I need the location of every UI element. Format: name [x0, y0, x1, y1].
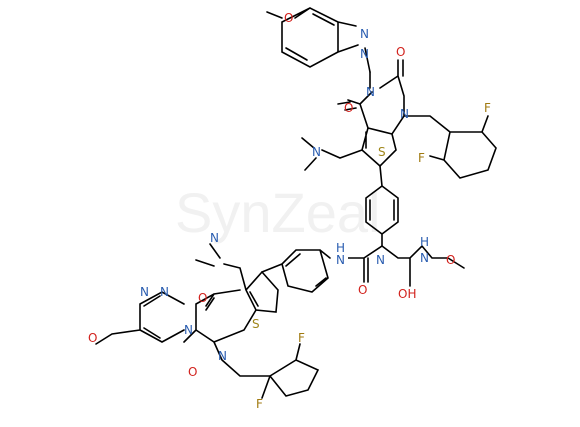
top-carbonyl-o-right: O — [396, 45, 405, 59]
bottom-pyridazine-n1: N — [140, 285, 149, 299]
linker-aminal-n: N — [420, 251, 429, 265]
top-pyridazine-n1: N — [360, 27, 369, 41]
bottom-carbonyl-o-top: O — [198, 291, 207, 305]
bottom-pyridazine-n2: N — [160, 285, 169, 299]
top-dimethylamino-n: N — [312, 145, 321, 159]
bottom-carbonyl-o-bottom: O — [188, 365, 197, 379]
top-methoxy-o: O — [284, 11, 293, 25]
bottom-methoxy-o: O — [88, 331, 97, 345]
top-fluoro-2: F — [418, 151, 425, 165]
bonds — [95, 7, 497, 399]
top-thiophene-s: S — [378, 145, 386, 159]
linker-urea-o: O — [358, 283, 367, 297]
bottom-fluoro-2: F — [256, 397, 263, 411]
bottom-dimethylamino-n: N — [210, 231, 219, 245]
top-fluoro-1: F — [484, 101, 491, 115]
top-pyridazine-n2: N — [360, 47, 369, 61]
linker-hydroxyl: OH — [398, 287, 416, 301]
linker-aminal-h: H — [420, 235, 429, 249]
bottom-ring-n1: N — [218, 349, 227, 363]
bottom-thiophene-s: S — [252, 317, 260, 331]
atom-labels: O N N N O O N N S F F H N N O H N O OH N… — [88, 11, 491, 411]
linker-methoxy-o: O — [446, 253, 455, 267]
bottom-ring-n3: N — [184, 323, 193, 337]
top-carbonyl-o-left: O — [344, 101, 353, 115]
linker-amide-n: N — [336, 253, 345, 267]
watermark: SynZeal — [175, 181, 380, 244]
top-ring-n3: N — [366, 85, 375, 99]
linker-urea-n: N — [376, 253, 385, 267]
bottom-fluoro-1: F — [298, 331, 305, 345]
linker-amide-h: H — [336, 241, 345, 255]
top-ring-n1: N — [400, 107, 409, 121]
